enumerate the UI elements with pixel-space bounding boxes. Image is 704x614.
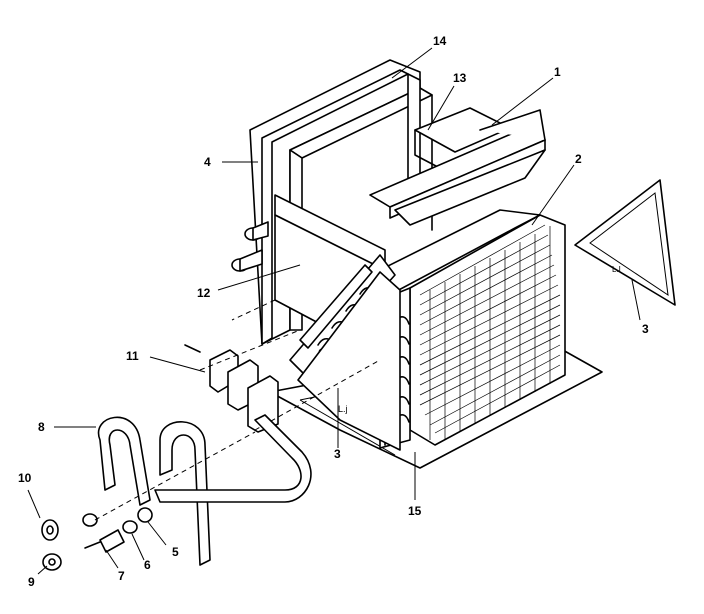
callout-4: 4: [204, 155, 211, 169]
cabinet-back-frame: [231, 59, 433, 346]
leader-lines: [27, 47, 641, 575]
callout-15: 15: [408, 504, 422, 518]
callout-11: 11: [126, 349, 139, 363]
tube-stubs: [184, 329, 381, 433]
svg-text:L.j: L.j: [338, 404, 348, 414]
callout-8: 8: [38, 420, 45, 434]
callout-13: 13: [453, 71, 467, 85]
callout-7: 7: [118, 569, 125, 583]
callout-labels: 1 2 3 3 4 5 6 7 8 9 10 11 12 13 14 15: [18, 34, 649, 589]
callout-9: 9: [28, 575, 35, 589]
fittings: [84, 507, 153, 553]
svg-text:L.I: L.I: [612, 265, 621, 274]
side-panel-right: L.I: [574, 179, 676, 306]
callout-1: 1: [554, 65, 561, 79]
callout-3-right: 3: [642, 322, 649, 336]
drain-hose: [82, 414, 312, 566]
top-channel: [369, 109, 546, 226]
callout-14: 14: [433, 34, 447, 48]
coil-fin-hatch: [419, 224, 561, 440]
callout-2: 2: [575, 152, 582, 166]
callout-10: 10: [18, 471, 32, 485]
callout-6: 6: [144, 558, 151, 572]
callout-12: 12: [197, 286, 211, 300]
callout-3-left: 3: [334, 447, 341, 461]
washers: [41, 519, 62, 571]
callout-5: 5: [172, 545, 179, 559]
side-panel-left: L.j: [297, 271, 401, 451]
